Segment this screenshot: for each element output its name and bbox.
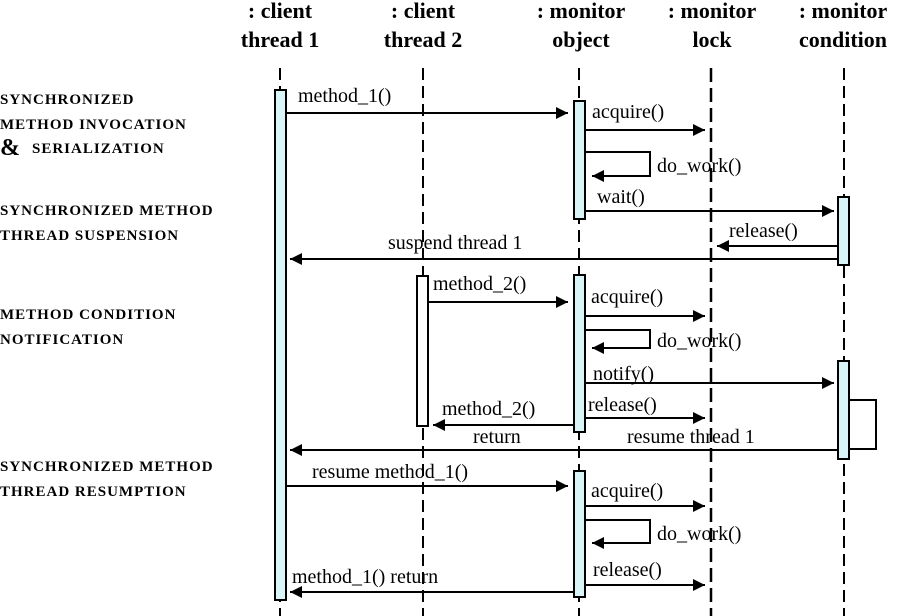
message-label: resume method_1() <box>312 461 468 483</box>
phase-label: SERIALIZATION <box>32 141 165 157</box>
message-label: return <box>473 426 521 448</box>
message-label: acquire() <box>591 480 663 502</box>
participant-label: condition <box>799 27 887 52</box>
activation-monitor-object-1 <box>573 100 586 220</box>
phase-label: METHOD CONDITION <box>0 307 176 323</box>
participant-monitor-condition: : monitor condition <box>799 0 888 52</box>
message-label: release() <box>729 220 798 242</box>
participant-label: object <box>552 27 610 52</box>
participant-label: : monitor <box>668 0 757 23</box>
activation-monitor-object-3 <box>573 470 586 598</box>
participant-label: thread 1 <box>241 27 319 52</box>
self-arrow-do-work-2 <box>585 329 651 354</box>
participant-monitor-lock: : monitor lock <box>668 0 757 52</box>
self-arrow-do-work-3 <box>585 519 651 549</box>
message-label: release() <box>588 394 657 416</box>
self-loop-condition <box>849 399 877 450</box>
message-label: notify() <box>593 363 654 385</box>
phase-label: SYNCHRONIZED METHOD <box>0 203 214 219</box>
self-arrow-do-work-1 <box>585 151 651 182</box>
message-label: resume thread 1 <box>627 426 755 448</box>
activation-monitor-object-2 <box>573 274 586 433</box>
message-label: release() <box>593 559 662 581</box>
message-label: wait() <box>597 186 645 208</box>
activation-client-thread-2 <box>416 275 429 427</box>
phase-thread-suspension: SYNCHRONIZED METHOD THREAD SUSPENSION <box>0 203 214 244</box>
message-label: do_work() <box>657 523 741 545</box>
phase-label: THREAD SUSPENSION <box>0 228 179 244</box>
phase-condition-notification: METHOD CONDITION NOTIFICATION <box>0 307 176 348</box>
phase-label: THREAD RESUMPTION <box>0 484 187 500</box>
phase-label: SYNCHRONIZED METHOD <box>0 459 214 475</box>
message-label: method_1() <box>298 85 391 107</box>
phase-ampersand: & <box>0 135 20 161</box>
participant-client-thread-2: : client thread 2 <box>384 0 462 52</box>
participant-client-thread-1: : client thread 1 <box>241 0 319 52</box>
message-label: acquire() <box>592 101 664 123</box>
phase-invocation-serialization: SYNCHRONIZED METHOD INVOCATION & SERIALI… <box>0 92 187 161</box>
participant-label: : monitor <box>537 0 626 23</box>
activation-monitor-condition-1 <box>837 196 850 266</box>
message-label: method_2() <box>442 398 535 420</box>
activation-client-thread-1 <box>274 89 287 601</box>
message-label: acquire() <box>591 286 663 308</box>
activation-monitor-condition-2 <box>837 360 850 460</box>
message-label: suspend thread 1 <box>388 232 522 254</box>
message-label: do_work() <box>657 330 741 352</box>
message-label: method_1() return <box>292 566 438 588</box>
phase-thread-resumption: SYNCHRONIZED METHOD THREAD RESUMPTION <box>0 459 214 500</box>
message-label: method_2() <box>433 273 526 295</box>
participant-label: thread 2 <box>384 27 462 52</box>
participant-monitor-object: : monitor object <box>537 0 626 52</box>
message-label: do_work() <box>657 155 741 177</box>
phase-label: NOTIFICATION <box>0 332 124 348</box>
participant-label: lock <box>692 27 732 52</box>
phase-label: METHOD INVOCATION <box>0 117 187 133</box>
participant-label: : client <box>248 0 313 23</box>
participant-label: : client <box>391 0 456 23</box>
participant-label: : monitor <box>799 0 888 23</box>
phase-label: SYNCHRONIZED <box>0 92 135 108</box>
